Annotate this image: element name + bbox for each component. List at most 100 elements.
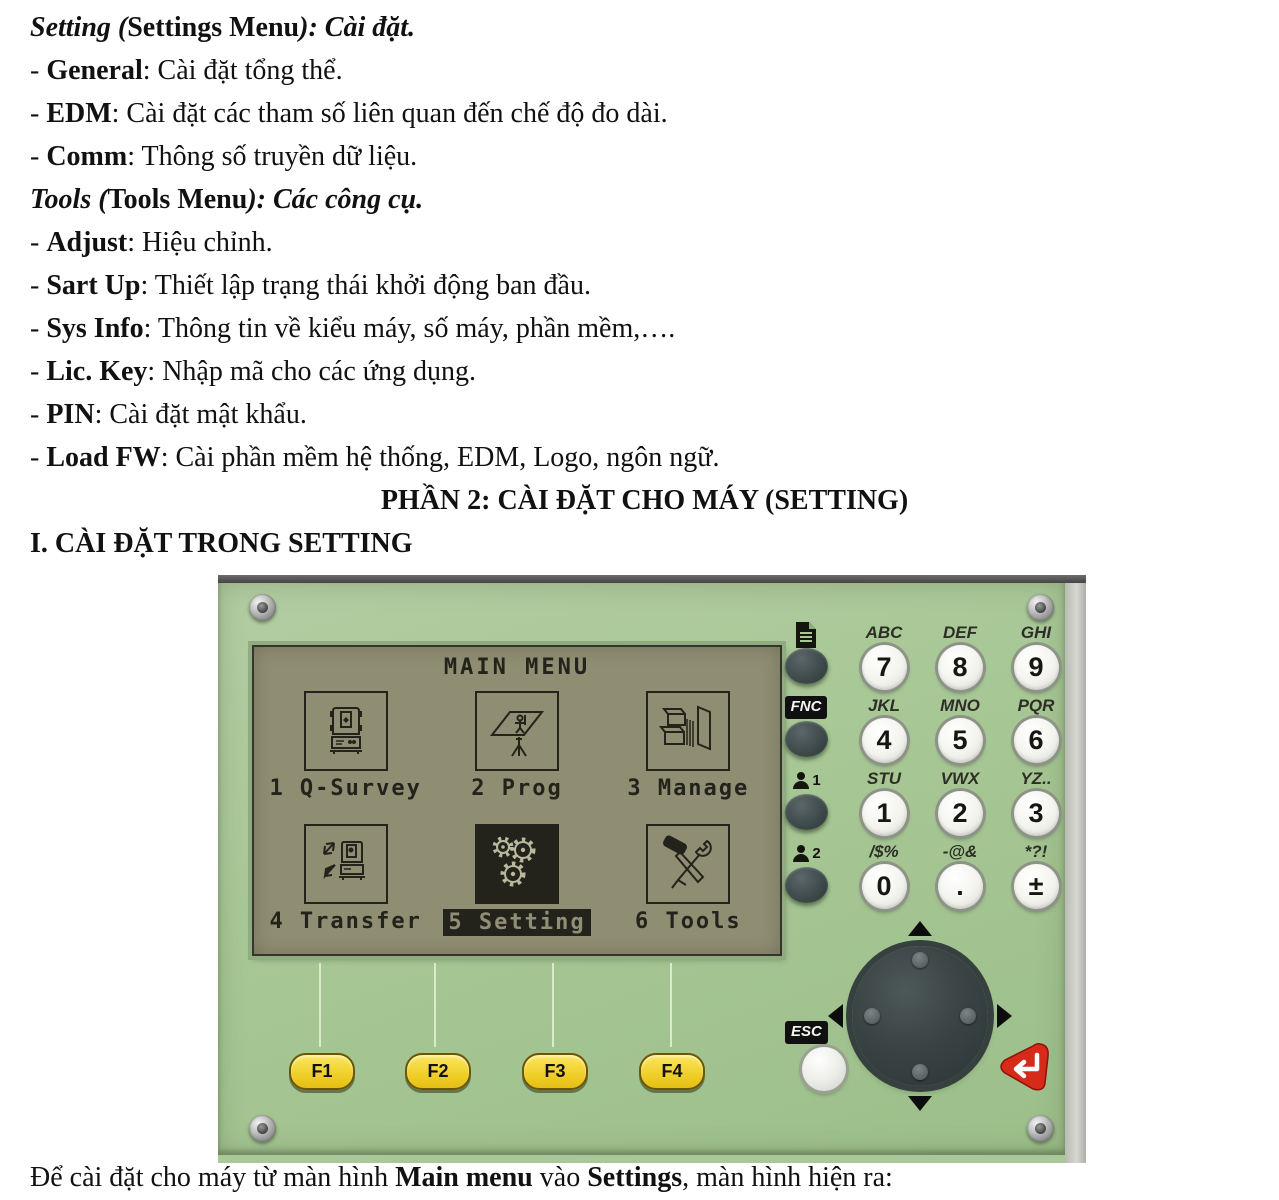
key-0[interactable]: 0: [861, 864, 907, 909]
enter-key[interactable]: [996, 1041, 1054, 1095]
key-4[interactable]: 4: [861, 718, 907, 763]
document-text: Setting (Settings Menu): Cài đặt.- Gener…: [0, 6, 1279, 565]
menu-item-transfer[interactable]: 4 Transfer: [260, 818, 431, 951]
key-dot-cell: -@&.: [922, 840, 998, 913]
text-segment: -: [30, 399, 47, 430]
f4-key[interactable]: F4: [639, 1053, 705, 1090]
doc-line: - PIN: Cài đặt mật khẩu.: [30, 393, 1259, 436]
doc-line: - Load FW: Cài phần mềm hệ thống, EDM, L…: [30, 436, 1259, 479]
fnc-key[interactable]: [784, 721, 828, 757]
text-segment: : Cài đặt mật khẩu.: [94, 399, 307, 430]
key-plusminus-cell: *?!±: [998, 840, 1074, 913]
doc-line: - Sys Info: Thông tin về kiểu máy, số má…: [30, 307, 1259, 350]
key-2[interactable]: 2: [937, 791, 983, 836]
key-7[interactable]: 7: [861, 645, 907, 690]
main-menu-grid: 1 Q-Survey 2 Prog 3 Manage 4 Transfer 5 …: [260, 685, 774, 950]
menu-item-q-survey[interactable]: 1 Q-Survey: [260, 685, 431, 818]
menu-item-label: 3 Manage: [627, 776, 750, 801]
key-letters: /$%: [869, 842, 899, 861]
f1-key[interactable]: F1: [289, 1053, 355, 1090]
fnc-key-cell: FNC: [781, 694, 831, 767]
user-badge: 2: [812, 845, 821, 862]
side-key-column: FNC 1 2: [781, 621, 831, 913]
key-letters: -@&: [942, 842, 978, 861]
screw: [1027, 594, 1054, 621]
doc-line: Tools (Tools Menu): Các công cụ.: [30, 178, 1259, 221]
menu-item-label: 6 Tools: [634, 908, 742, 934]
key-plusminus[interactable]: ±: [1013, 864, 1059, 909]
key-2-cell: VWX 2: [922, 767, 998, 840]
key-7-cell: ABC 7: [846, 621, 922, 694]
nav-right-arrow: [997, 1004, 1012, 1028]
text-segment: PHẦN 2: CÀI ĐẶT CHO MÁY (SETTING): [380, 485, 909, 516]
doc-line: I. CÀI ĐẶT TRONG SETTING: [30, 522, 1259, 565]
text-segment: Tools (: [30, 184, 108, 215]
text-segment: Comm: [46, 141, 128, 172]
key-letters: JKL: [867, 696, 901, 715]
page-key-cell: [781, 621, 831, 694]
menu-item-setting[interactable]: 5 Setting: [431, 818, 602, 951]
menu-item-prog[interactable]: 2 Prog: [431, 685, 602, 818]
key-0-cell: /$% 0: [846, 840, 922, 913]
nav-bump: [960, 1008, 976, 1024]
key-4-cell: JKL 4: [846, 694, 922, 767]
menu-item-tools[interactable]: 6 Tools: [603, 818, 774, 951]
doc-line: PHẦN 2: CÀI ĐẶT CHO MÁY (SETTING): [30, 479, 1259, 522]
menu-item-label: 4 Transfer: [269, 908, 422, 934]
doc-line: - EDM: Cài đặt các tham số liên quan đến…: [30, 92, 1259, 135]
key-letters: GHI: [1020, 623, 1052, 642]
key-3[interactable]: 3: [1013, 791, 1059, 836]
transfer-arrows-icon: [303, 823, 388, 904]
softkey-line: [552, 963, 554, 1047]
text-segment: -: [30, 442, 47, 473]
text-segment: : Thông số truyền dữ liệu.: [127, 141, 418, 172]
text-segment: -: [30, 227, 47, 258]
text-segment: -: [30, 356, 47, 387]
text-segment: Load FW: [46, 442, 161, 473]
menu-item-manage[interactable]: 3 Manage: [603, 685, 774, 818]
text-segment: : Cài đặt tổng thể.: [142, 55, 343, 86]
key-9[interactable]: 9: [1013, 645, 1059, 690]
text-segment: , màn hình hiện ra:: [682, 1162, 893, 1193]
key-letters: VWX: [940, 769, 980, 788]
key-letters: YZ..: [1020, 769, 1052, 788]
user2-key[interactable]: [784, 867, 828, 903]
softkey-line: [319, 963, 321, 1047]
text-segment: ): Các công cụ.: [247, 184, 424, 215]
f2-key[interactable]: F2: [405, 1053, 471, 1090]
text-segment: Sart Up: [46, 270, 141, 301]
survey-plan-icon: [474, 691, 559, 771]
text-segment: ): Cài đặt.: [299, 12, 416, 43]
doc-line: - General: Cài đặt tổng thể.: [30, 49, 1259, 92]
esc-key[interactable]: [802, 1047, 846, 1091]
key-1[interactable]: 1: [861, 791, 907, 836]
nav-bump: [864, 1008, 880, 1024]
instrument-photo: MAIN MENU 1 Q-Survey 2 Prog 3 Manage 4 T…: [218, 575, 1086, 1163]
key-letters: ABC: [865, 623, 903, 642]
key-6[interactable]: 6: [1013, 718, 1059, 763]
tools-icon: [646, 823, 731, 904]
key-8[interactable]: 8: [937, 645, 983, 690]
total-station-icon: [303, 691, 388, 771]
doc-line: - Sart Up: Thiết lập trạng thái khởi độn…: [30, 264, 1259, 307]
text-segment: I. CÀI ĐẶT TRONG SETTING: [30, 528, 413, 559]
keypad-panel: MAIN MENU 1 Q-Survey 2 Prog 3 Manage 4 T…: [218, 583, 1065, 1155]
user1-key[interactable]: [784, 794, 828, 830]
key-5[interactable]: 5: [937, 718, 983, 763]
fnc-key-label: FNC: [784, 696, 828, 719]
nav-pad[interactable]: [828, 921, 1012, 1111]
doc-line: - Adjust: Hiệu chỉnh.: [30, 221, 1259, 264]
text-segment: EDM: [46, 98, 112, 129]
key-dot[interactable]: .: [937, 864, 983, 909]
page-key[interactable]: [784, 648, 828, 684]
screw: [1027, 1115, 1054, 1142]
esc-label: ESC: [785, 1021, 828, 1044]
text-segment: : Hiệu chỉnh.: [127, 227, 273, 258]
text-segment: Main menu: [395, 1162, 533, 1193]
f3-key[interactable]: F3: [522, 1053, 588, 1090]
user-icon: 1: [791, 767, 821, 794]
